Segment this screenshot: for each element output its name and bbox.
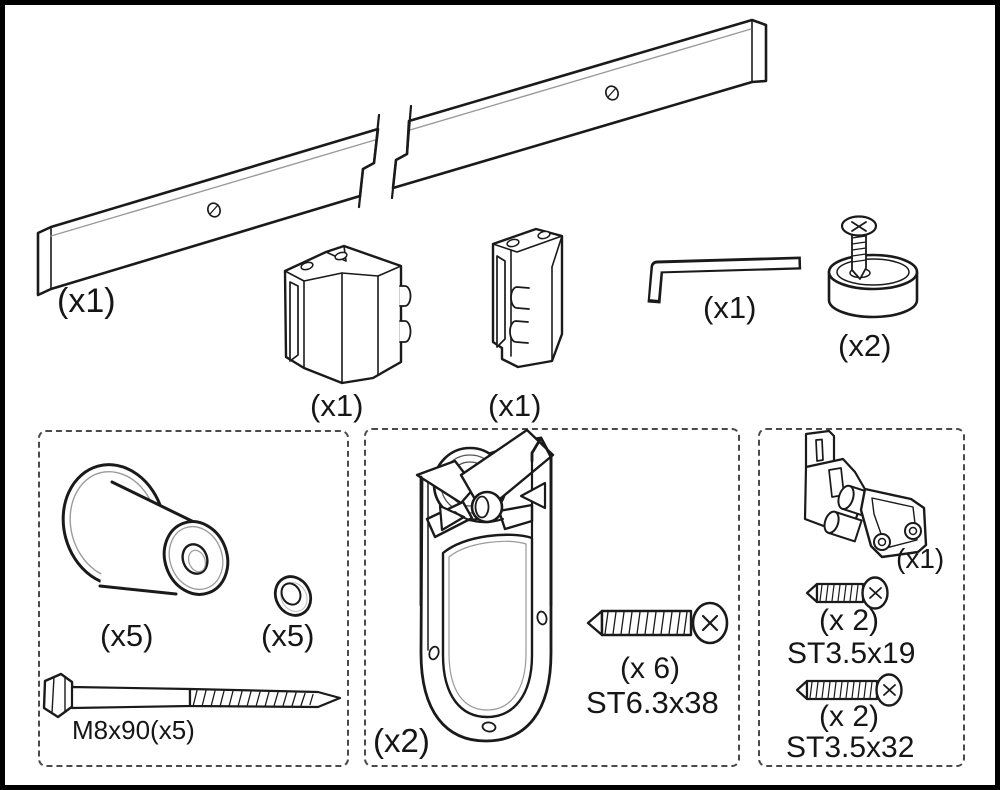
bracket-a-qty-label: (x1) [310, 388, 364, 423]
hanger-parts-box [364, 428, 740, 767]
spacer-parts-box [38, 430, 349, 767]
screw-st63x38-size-label: ST6.3x38 [586, 685, 719, 720]
screw-st63x38-qty-label: (x 6) [620, 652, 680, 685]
floor-guide-qty-label: (x1) [896, 543, 945, 574]
door-stop-qty-label: (x2) [838, 328, 892, 363]
spacer-qty-label: (x5) [100, 618, 154, 653]
floor-guide-drawing [803, 429, 928, 559]
screw-st63x38-drawing [586, 601, 729, 645]
screw-st35x19-drawing [805, 576, 889, 610]
bracket-b-qty-label: (x1) [488, 388, 542, 423]
washer-drawing [273, 575, 313, 617]
washer-qty-label: (x5) [261, 618, 315, 653]
line-art [36, 18, 928, 743]
screw-st35x32-qty-label: (x 2) [819, 700, 879, 733]
lag-bolt-label: M8x90(x5) [72, 715, 195, 745]
screw-st35x32-size-label: ST3.5x32 [786, 731, 915, 764]
screw-st35x19-qty-label: (x 2) [819, 604, 879, 637]
lag-bolt-drawing [42, 672, 342, 719]
wall-spacer-drawing [61, 463, 230, 596]
rail-drawing [36, 18, 768, 297]
hanger-qty-label: (x2) [373, 722, 430, 759]
door-stop-drawing [827, 215, 919, 319]
hex-wrench-drawing [647, 256, 802, 304]
bracket-b-drawing [491, 227, 564, 369]
guide-parts-box [758, 428, 965, 767]
screw-st35x32-drawing [795, 673, 903, 707]
bracket-a-drawing [283, 244, 412, 385]
hanger-drawing [415, 428, 555, 743]
rail-qty-label: (x1) [57, 282, 116, 320]
hex-wrench-qty-label: (x1) [703, 290, 757, 325]
screw-st35x19-size-label: ST3.5x19 [787, 637, 916, 670]
